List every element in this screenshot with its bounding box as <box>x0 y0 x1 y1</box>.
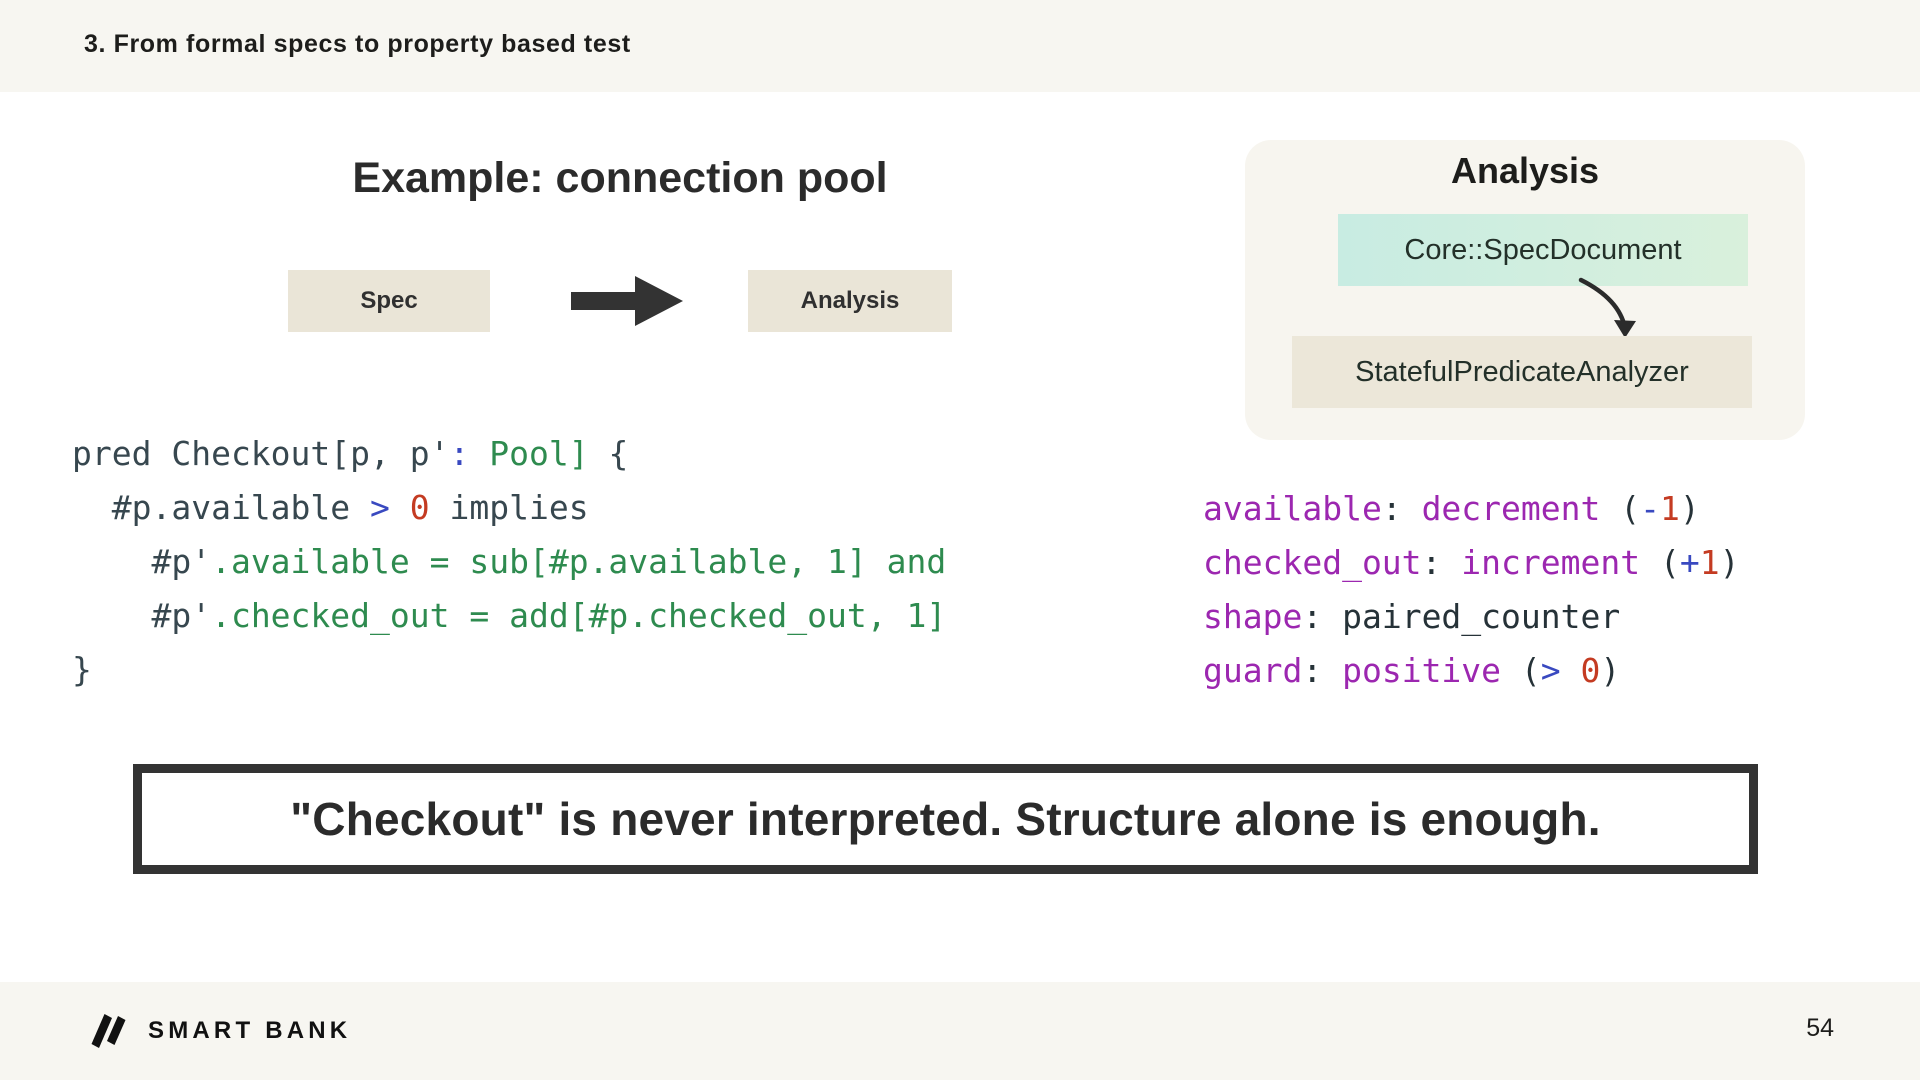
spec-code-block: pred Checkout[p, p': Pool] { #p.availabl… <box>72 427 946 697</box>
code-token <box>469 434 489 473</box>
brand-wordmark: SMART BANK <box>148 1017 352 1044</box>
code-token: : <box>1302 651 1323 690</box>
code-token: available <box>1203 489 1382 528</box>
code-token <box>1322 597 1342 636</box>
code-token: #p' <box>72 596 212 635</box>
code-token <box>1441 543 1461 582</box>
slide-body: Example: connection pool Spec Analysis p… <box>0 92 1920 982</box>
code-token <box>1322 651 1342 690</box>
flow-box-analysis: Analysis <box>748 270 952 332</box>
code-token: #p' <box>72 542 212 581</box>
code-token <box>1561 651 1581 690</box>
code-token: : <box>449 434 470 473</box>
smartbank-logo-icon <box>91 1014 126 1048</box>
code-token: 0 <box>409 488 430 527</box>
code-token <box>1640 543 1660 582</box>
code-token: implies <box>429 488 589 527</box>
code-token: ) <box>1600 651 1621 690</box>
spec-to-analysis-flow: Spec Analysis <box>288 270 968 332</box>
example-heading: Example: connection pool <box>352 154 888 202</box>
code-token: 1 <box>1660 489 1680 528</box>
section-title: 3. From formal specs to property based t… <box>84 30 631 58</box>
code-line: shape: paired_counter <box>1203 590 1739 644</box>
code-token: > <box>1540 651 1561 690</box>
arrow-right-icon <box>571 276 683 326</box>
node-statefulpredicateanalyzer-label: StatefulPredicateAnalyzer <box>1355 355 1689 388</box>
code-token: - <box>1640 489 1660 528</box>
flow-box-spec-label: Spec <box>360 287 418 314</box>
code-token <box>1501 651 1521 690</box>
analysis-card: Analysis Core::SpecDocument StatefulPred… <box>1245 140 1805 440</box>
code-line: guard: positive (> 0) <box>1203 644 1739 698</box>
code-token: ( <box>1659 543 1680 582</box>
code-line: } <box>72 643 946 697</box>
code-token: } <box>72 650 92 689</box>
code-token: paired_counter <box>1342 597 1621 636</box>
code-token: ) <box>1719 543 1740 582</box>
node-statefulpredicateanalyzer: StatefulPredicateAnalyzer <box>1292 336 1752 408</box>
code-token: ) <box>1679 489 1700 528</box>
analysis-code-block: available: decrement (-1)checked_out: in… <box>1203 482 1739 698</box>
brand-logo: SMART BANK <box>88 1010 351 1052</box>
code-token: ( <box>1520 651 1541 690</box>
code-token <box>1600 489 1620 528</box>
code-token: : <box>1381 489 1402 528</box>
code-token: : <box>1302 597 1323 636</box>
slide-footer-band <box>0 982 1920 1080</box>
code-line: pred Checkout[p, p': Pool] { <box>72 427 946 481</box>
code-line: #p'.available = sub[#p.available, 1] and <box>72 535 946 589</box>
key-message-text: "Checkout" is never interpreted. Structu… <box>290 793 1601 845</box>
code-line: available: decrement (-1) <box>1203 482 1739 536</box>
code-line: #p'.checked_out = add[#p.checked_out, 1] <box>72 589 946 643</box>
code-token: + <box>1679 543 1700 582</box>
code-token: .available = sub[#p.available, 1] and <box>211 542 947 581</box>
slide-header-band: 3. From formal specs to property based t… <box>0 0 1920 92</box>
code-token: increment <box>1461 543 1641 582</box>
code-token: guard <box>1203 651 1303 690</box>
code-line: checked_out: increment (+1) <box>1203 536 1739 590</box>
code-token <box>390 488 410 527</box>
analysis-card-title: Analysis <box>1450 150 1600 191</box>
code-token: #p.available <box>72 488 371 527</box>
code-token: decrement <box>1421 489 1601 528</box>
code-token: { <box>588 434 629 473</box>
code-token: Pool] <box>489 434 589 473</box>
code-token: 0 <box>1580 651 1601 690</box>
flow-box-analysis-label: Analysis <box>800 287 900 314</box>
code-token: : <box>1421 543 1442 582</box>
code-line: #p.available > 0 implies <box>72 481 946 535</box>
code-token: > <box>370 488 390 527</box>
code-token: positive <box>1342 651 1502 690</box>
code-token: checked_out <box>1203 543 1422 582</box>
code-token <box>1402 489 1422 528</box>
code-token: ( <box>1620 489 1641 528</box>
node-core-specdocument: Core::SpecDocument <box>1338 214 1748 286</box>
code-token: 1 <box>1699 543 1720 582</box>
node-core-specdocument-label: Core::SpecDocument <box>1404 233 1682 266</box>
page-number: 54 <box>1806 1014 1834 1042</box>
code-token: shape <box>1203 597 1303 636</box>
code-token: .checked_out = add[#p.checked_out, 1] <box>211 596 947 635</box>
curved-arrow-down-icon <box>1575 276 1645 346</box>
code-token: pred Checkout[p, p' <box>72 434 450 473</box>
key-message-callout: "Checkout" is never interpreted. Structu… <box>133 764 1758 874</box>
flow-box-spec: Spec <box>288 270 490 332</box>
